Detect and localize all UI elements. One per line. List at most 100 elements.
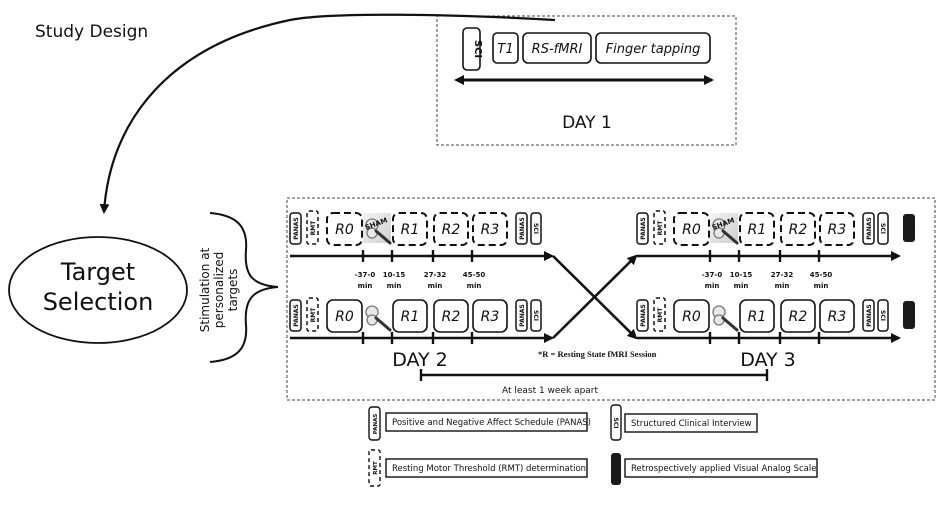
rmt-icon-label: RMT bbox=[657, 307, 664, 323]
legend: PANAS Positive and Negative Affect Sched… bbox=[368, 404, 818, 487]
resting-state-block bbox=[433, 299, 469, 333]
rmt-icon-label: RMT bbox=[657, 220, 664, 236]
resting-state-block-label: R0 bbox=[335, 222, 354, 238]
sci-icon-label: SCI bbox=[532, 223, 539, 234]
panas-icon-label: PANAS bbox=[519, 304, 526, 326]
resting-state-block-label: R0 bbox=[682, 222, 701, 238]
time-unit-label: min bbox=[775, 282, 790, 290]
time-labels-day3: -37-0 min 10-15 min 27-32 min 45-50 min bbox=[702, 271, 833, 290]
time-label: -37-0 bbox=[702, 271, 723, 279]
resting-state-block-label: R2 bbox=[789, 309, 808, 325]
legend-rmt-icon-label: RMT bbox=[373, 461, 379, 475]
day1-t1-label: T1 bbox=[497, 42, 513, 57]
resting-state-block bbox=[739, 299, 775, 333]
time-unit-label: min bbox=[428, 282, 443, 290]
resting-state-block-label: R2 bbox=[442, 309, 461, 325]
time-unit-label: min bbox=[358, 282, 373, 290]
panas-icon-label: PANAS bbox=[519, 217, 526, 239]
time-unit-label: min bbox=[705, 282, 720, 290]
day1-rsfmri-label: RS-fMRI bbox=[532, 42, 583, 57]
resting-state-block-label: R1 bbox=[401, 309, 420, 325]
resting-state-block-label: R1 bbox=[748, 222, 767, 238]
day1-t1-block: T1 bbox=[492, 32, 519, 64]
resting-state-block-label: R0 bbox=[682, 309, 701, 325]
sci-icon-label: SCI bbox=[879, 310, 886, 321]
stimulation-label: Stimulation at personalized targets bbox=[198, 247, 240, 332]
day1-sci-block: SCI bbox=[462, 27, 483, 71]
resting-state-block bbox=[433, 212, 469, 246]
day1-to-target-arrow bbox=[99, 13, 556, 214]
resting-state-block bbox=[472, 212, 508, 246]
panas-icon-label: PANAS bbox=[293, 217, 300, 239]
resting-state-block bbox=[673, 299, 710, 333]
resting-state-block-label: R1 bbox=[748, 309, 767, 325]
legend-item-rmt: RMT Resting Motor Threshold (RMT) determ… bbox=[368, 449, 588, 487]
time-label: 45-50 bbox=[463, 271, 486, 279]
curly-brace bbox=[209, 212, 279, 363]
stimulation-label-line2: personalized bbox=[212, 252, 226, 328]
cross-arrow-up bbox=[552, 254, 638, 339]
resting-state-block-label: R2 bbox=[789, 222, 808, 238]
day1-rsfmri-block: RS-fMRI bbox=[522, 32, 592, 64]
day3-label: DAY 3 bbox=[740, 349, 796, 371]
tms-coil-icon bbox=[712, 305, 739, 332]
time-label: 10-15 bbox=[730, 271, 753, 279]
legend-rmt-text: Resting Motor Threshold (RMT) determinat… bbox=[392, 464, 586, 474]
legend-vas-text: Retrospectively applied Visual Analog Sc… bbox=[631, 464, 816, 474]
sham-coil-icon: SHAM bbox=[710, 213, 739, 245]
legend-item-vas: Retrospectively applied Visual Analog Sc… bbox=[611, 453, 818, 485]
time-unit-label: min bbox=[467, 282, 482, 290]
panas-icon-label: PANAS bbox=[640, 217, 647, 239]
legend-panas-text: Positive and Negative Affect Schedule (P… bbox=[392, 418, 591, 428]
day2-label: DAY 2 bbox=[392, 349, 448, 371]
day1-sci-label: SCI bbox=[472, 40, 483, 58]
legend-item-sci: SCI Structured Clinical Interview bbox=[610, 404, 758, 441]
resting-state-block bbox=[819, 299, 855, 333]
rmt-icon-label: RMT bbox=[310, 220, 317, 236]
resting-state-block bbox=[392, 299, 428, 333]
interval-bracket bbox=[419, 369, 769, 381]
sci-icon-label: SCI bbox=[532, 310, 539, 321]
stimulation-label-line3: targets bbox=[226, 269, 240, 312]
vas-icon bbox=[903, 301, 915, 329]
vas-icon bbox=[903, 214, 915, 242]
resting-state-block bbox=[326, 299, 363, 333]
resting-state-block-label: R3 bbox=[481, 309, 500, 325]
day1-container bbox=[436, 15, 737, 146]
target-selection-node bbox=[8, 236, 188, 344]
stimulation-label-line1: Stimulation at bbox=[198, 247, 212, 332]
resting-state-block-label: R3 bbox=[481, 222, 500, 238]
resting-state-block-label: R1 bbox=[401, 222, 420, 238]
legend-sci-text: Structured Clinical Interview bbox=[631, 419, 752, 429]
sci-icon-label: SCI bbox=[879, 223, 886, 234]
resting-state-block bbox=[780, 299, 816, 333]
target-selection-line1: Target bbox=[60, 258, 135, 286]
resting-state-block bbox=[673, 212, 710, 246]
day1-finger-tapping-block: Finger tapping bbox=[595, 32, 711, 64]
resting-state-block bbox=[326, 212, 363, 246]
time-unit-label: min bbox=[814, 282, 829, 290]
legend-item-panas: PANAS Positive and Negative Affect Sched… bbox=[368, 406, 591, 441]
sham-coil-icon: SHAM bbox=[363, 213, 392, 245]
resting-state-block-label: R0 bbox=[335, 309, 354, 325]
diagram-title: Study Design bbox=[35, 22, 148, 42]
vas-icon bbox=[611, 453, 621, 485]
time-label: 27-32 bbox=[424, 271, 447, 279]
time-unit-label: min bbox=[734, 282, 749, 290]
day1-finger-tapping-label: Finger tapping bbox=[606, 42, 701, 57]
interval-label: At least 1 week apart bbox=[502, 386, 599, 396]
footnote: *R = Resting State fMRI Session bbox=[538, 349, 657, 359]
resting-state-block bbox=[739, 212, 775, 246]
time-label: 27-32 bbox=[771, 271, 794, 279]
tms-coil-icon bbox=[365, 305, 392, 332]
resting-state-block bbox=[819, 212, 855, 246]
panas-icon-label: PANAS bbox=[866, 304, 873, 326]
time-label: 45-50 bbox=[810, 271, 833, 279]
resting-state-block bbox=[472, 299, 508, 333]
legend-panas-icon-label: PANAS bbox=[373, 414, 379, 435]
